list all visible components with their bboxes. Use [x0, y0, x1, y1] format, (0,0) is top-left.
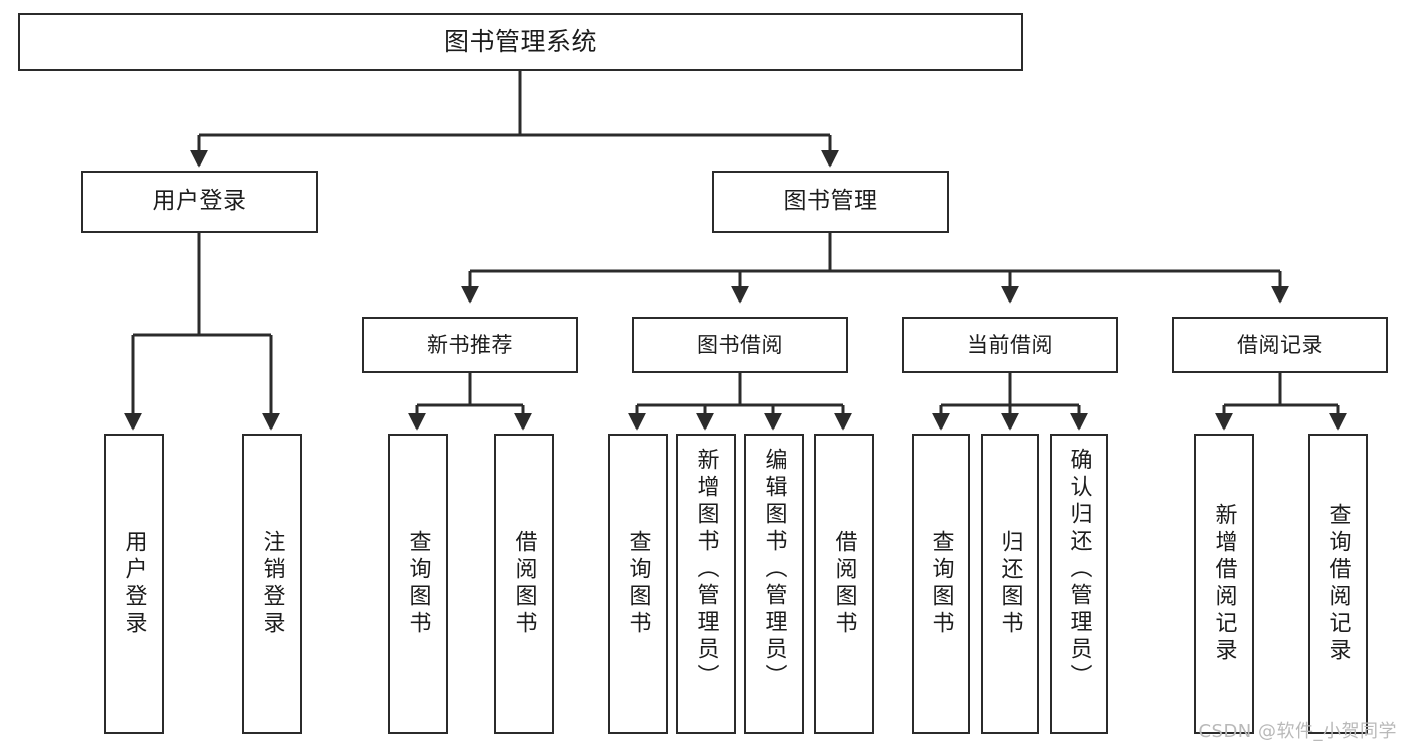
- node-label: 归还图书: [997, 530, 1023, 638]
- node-book-borrowing[interactable]: 图书借阅: [632, 317, 848, 373]
- leaf-query-books-recommend[interactable]: 查询图书: [388, 434, 448, 734]
- node-label: 图书借阅: [697, 332, 783, 357]
- node-label: 当前借阅: [967, 332, 1053, 357]
- node-label: 借阅图书: [511, 530, 537, 638]
- leaf-query-books-borrow[interactable]: 查询图书: [608, 434, 668, 734]
- node-current-borrowing[interactable]: 当前借阅: [902, 317, 1118, 373]
- leaf-add-book-admin[interactable]: 新增图书（管理员）: [676, 434, 736, 734]
- node-user-login[interactable]: 用户登录: [81, 171, 318, 233]
- node-label: 注销登录: [259, 530, 285, 638]
- leaf-add-borrow-record[interactable]: 新增借阅记录: [1194, 434, 1254, 734]
- node-label: 查询图书: [928, 530, 954, 638]
- node-label: 查询图书: [625, 530, 651, 638]
- node-label: 查询图书: [405, 530, 431, 638]
- node-label: 查询借阅记录: [1325, 503, 1351, 665]
- node-book-management[interactable]: 图书管理: [712, 171, 949, 233]
- leaf-logout[interactable]: 注销登录: [242, 434, 302, 734]
- node-label: 确认归还（管理员）: [1066, 448, 1092, 691]
- node-label: 图书管理: [783, 188, 878, 215]
- node-label: 新增借阅记录: [1211, 503, 1237, 665]
- leaf-edit-book-admin[interactable]: 编辑图书（管理员）: [744, 434, 804, 734]
- leaf-return-books[interactable]: 归还图书: [981, 434, 1039, 734]
- node-label: 编辑图书（管理员）: [761, 448, 787, 691]
- leaf-borrow-books-recommend[interactable]: 借阅图书: [494, 434, 554, 734]
- leaf-query-borrow-record[interactable]: 查询借阅记录: [1308, 434, 1368, 734]
- leaf-confirm-return-admin[interactable]: 确认归还（管理员）: [1050, 434, 1108, 734]
- node-label: 用户登录: [152, 188, 247, 215]
- node-new-book-recommendation[interactable]: 新书推荐: [362, 317, 578, 373]
- leaf-user-login[interactable]: 用户登录: [104, 434, 164, 734]
- node-label: 借阅图书: [831, 530, 857, 638]
- node-label: 图书管理系统: [443, 27, 597, 57]
- leaf-query-books-current[interactable]: 查询图书: [912, 434, 970, 734]
- node-root-book-management-system[interactable]: 图书管理系统: [18, 13, 1023, 71]
- node-borrowing-records[interactable]: 借阅记录: [1172, 317, 1388, 373]
- node-label: 用户登录: [121, 530, 147, 638]
- node-label: 借阅记录: [1237, 332, 1323, 357]
- node-label: 新书推荐: [427, 332, 513, 357]
- node-label: 新增图书（管理员）: [693, 448, 719, 691]
- leaf-borrow-books[interactable]: 借阅图书: [814, 434, 874, 734]
- csdn-watermark: CSDN @软件_小贺同学: [1198, 721, 1397, 742]
